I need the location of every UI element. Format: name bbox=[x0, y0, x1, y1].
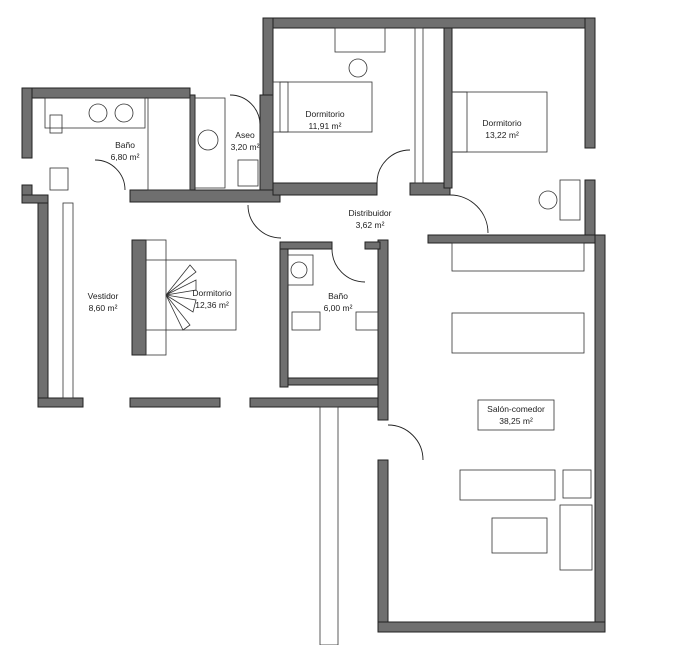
doors bbox=[94, 94, 489, 461]
room-area: 13,22 m² bbox=[485, 130, 519, 140]
room-name: Dormitorio bbox=[305, 109, 345, 119]
room-area: 3,20 m² bbox=[230, 142, 260, 152]
furniture bbox=[44, 27, 593, 645]
room-area: 8,60 m² bbox=[88, 303, 118, 313]
room-name: Baño bbox=[115, 140, 135, 150]
room-area: 12,36 m² bbox=[195, 300, 229, 310]
room-area: 6,00 m² bbox=[323, 303, 353, 313]
room-area: 6,80 m² bbox=[110, 152, 140, 162]
room-label-dormitorio-1: Dormitorio 11,91 m² bbox=[305, 108, 344, 132]
room-area: 11,91 m² bbox=[308, 121, 342, 131]
room-name: Distribuidor bbox=[348, 208, 392, 218]
room-label-dormitorio-3: Dormitorio 12,36 m² bbox=[192, 287, 231, 311]
room-label-distribuidor: Distribuidor 3,62 m² bbox=[349, 207, 392, 231]
room-label-dormitorio-2: Dormitorio 13,22 m² bbox=[482, 117, 521, 141]
room-label-salon-comedor: Salón-comedor 38,25 m² bbox=[487, 403, 545, 427]
room-name: Dormitorio bbox=[192, 288, 232, 298]
walls bbox=[21, 17, 606, 633]
room-label-bano-1: Baño 6,80 m² bbox=[111, 139, 140, 163]
room-label-bano-2: Baño 6,00 m² bbox=[324, 290, 353, 314]
room-area: 38,25 m² bbox=[499, 416, 533, 426]
room-name: Aseo bbox=[235, 130, 255, 140]
room-name: Baño bbox=[328, 291, 348, 301]
room-name: Dormitorio bbox=[482, 118, 522, 128]
room-label-aseo: Aseo 3,20 m² bbox=[231, 129, 260, 153]
room-label-vestidor: Vestidor 8,60 m² bbox=[88, 290, 119, 314]
room-name: Salón-comedor bbox=[487, 404, 545, 414]
room-name: Vestidor bbox=[87, 291, 119, 301]
room-area: 3,62 m² bbox=[355, 220, 385, 230]
